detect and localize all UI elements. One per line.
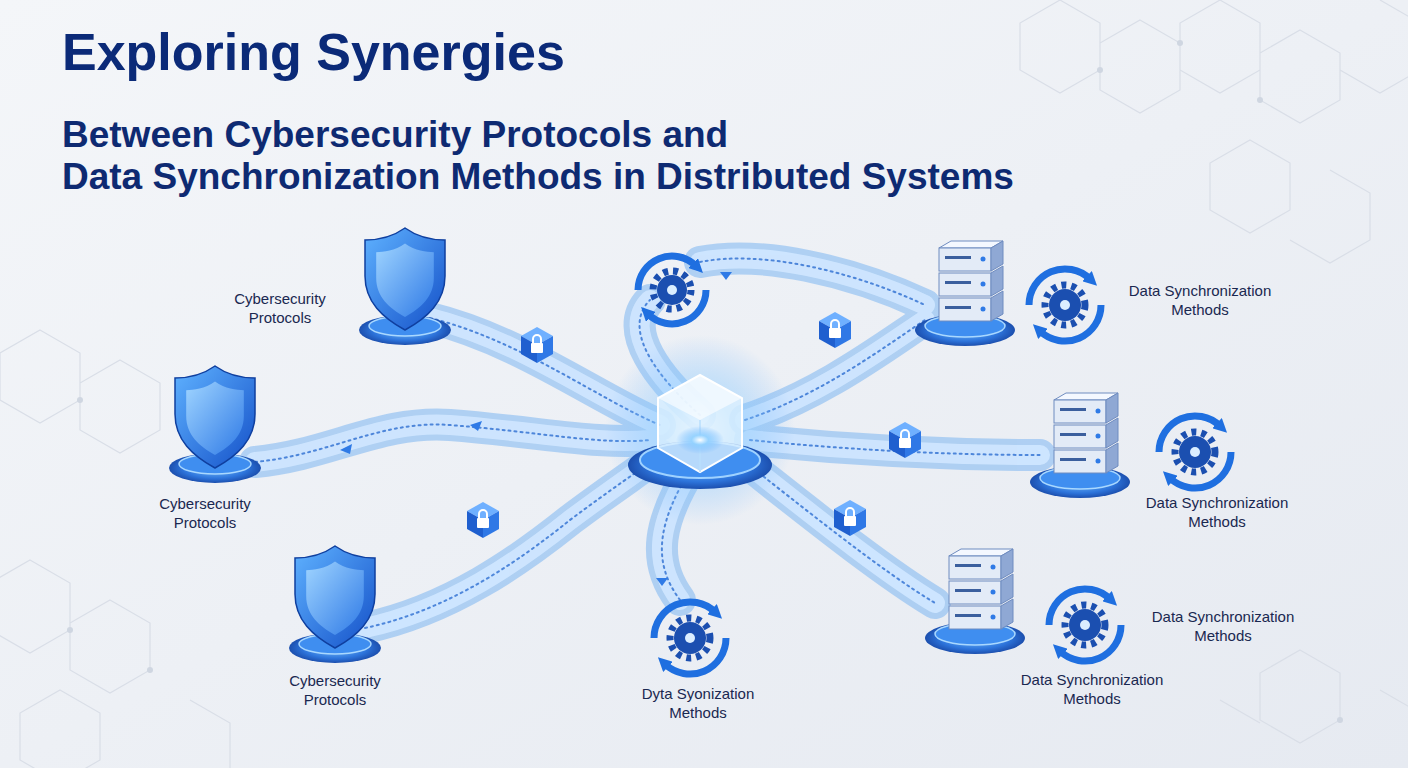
sync-node: Dyta Syonization Methods xyxy=(620,585,780,725)
gear-icon xyxy=(1175,432,1215,472)
node-label: Cybersecurity Protocols xyxy=(150,494,260,532)
subtitle: Between Cybersecurity Protocols and xyxy=(62,115,728,155)
server-icon xyxy=(939,298,991,321)
gear-icon xyxy=(1190,447,1200,457)
gear-icon xyxy=(670,618,710,658)
lock-cubes xyxy=(467,312,921,538)
shield-node: Cybersecurity Protocols xyxy=(270,540,405,715)
node-label: Cybersecurity Protocols xyxy=(225,289,335,327)
hub-crystal xyxy=(605,335,795,525)
server-icon xyxy=(1054,450,1106,473)
gear-icon xyxy=(1065,605,1105,645)
server-icon xyxy=(949,581,1001,604)
server-icon xyxy=(981,307,986,312)
server-icon xyxy=(945,281,971,284)
gear-icon xyxy=(685,633,695,643)
sync-node: Data Synchronization Methods xyxy=(1035,575,1325,670)
sync-node: Data Synchronization Methods xyxy=(1030,388,1330,530)
server-icon xyxy=(1096,434,1101,439)
server-icon xyxy=(991,565,996,570)
server-icon xyxy=(1054,400,1106,423)
node-label: Data Synchronization Methods xyxy=(1127,493,1307,531)
gear-icon xyxy=(674,622,706,654)
server-icon xyxy=(1060,458,1086,461)
sync-node: Data Synchronization Methods xyxy=(915,545,1190,705)
gear-icon xyxy=(1049,289,1081,321)
server-icon xyxy=(949,606,1001,629)
server-icon xyxy=(939,248,991,271)
server-icon xyxy=(991,291,1003,321)
shield-node: Cybersecurity Protocols xyxy=(220,222,460,352)
server-icon xyxy=(1060,408,1086,411)
server-icon xyxy=(1001,599,1013,629)
gear-icon xyxy=(1080,620,1090,630)
gear-icon xyxy=(1060,300,1070,310)
server-icon xyxy=(981,282,986,287)
server-icon xyxy=(945,306,971,309)
shield-node: Cybersecurity Protocols xyxy=(145,358,290,543)
node-label: Cybersecurity Protocols xyxy=(280,671,390,709)
node-label: Data Synchronization Methods xyxy=(1110,281,1290,319)
server-icon xyxy=(991,615,996,620)
server-icon xyxy=(955,564,981,567)
node-label: Dyta Syonization Methods xyxy=(623,684,773,722)
subtitle: Data Synchronization Methods in Distribu… xyxy=(62,157,1014,197)
shield-icon xyxy=(186,382,244,455)
server-icon xyxy=(1060,433,1086,436)
title: Exploring Synergies xyxy=(62,22,565,82)
server-icon xyxy=(1054,425,1106,448)
gear-icon xyxy=(1045,285,1085,325)
server-icon xyxy=(945,256,971,259)
shield-icon xyxy=(295,546,375,648)
gear-icon xyxy=(1179,436,1211,468)
node-label: Data Synchronization Methods xyxy=(1002,670,1182,708)
server-icon xyxy=(955,614,981,617)
sync-node: Data Synchronization Methods xyxy=(915,235,1305,345)
shield-icon xyxy=(306,562,364,635)
server-icon xyxy=(1096,409,1101,414)
server-icon xyxy=(1096,459,1101,464)
gear-icon xyxy=(1069,609,1101,641)
node-icons xyxy=(220,222,460,352)
server-icon xyxy=(991,590,996,595)
server-icon xyxy=(981,257,986,262)
shield-icon xyxy=(175,366,255,468)
top-gear-icon xyxy=(638,256,706,324)
server-icon xyxy=(955,589,981,592)
node-label: Data Synchronization Methods xyxy=(1133,607,1313,645)
shield-icon xyxy=(365,228,445,330)
server-icon xyxy=(949,556,1001,579)
server-icon xyxy=(1106,443,1118,473)
shield-icon xyxy=(376,244,434,317)
server-icon xyxy=(939,273,991,296)
